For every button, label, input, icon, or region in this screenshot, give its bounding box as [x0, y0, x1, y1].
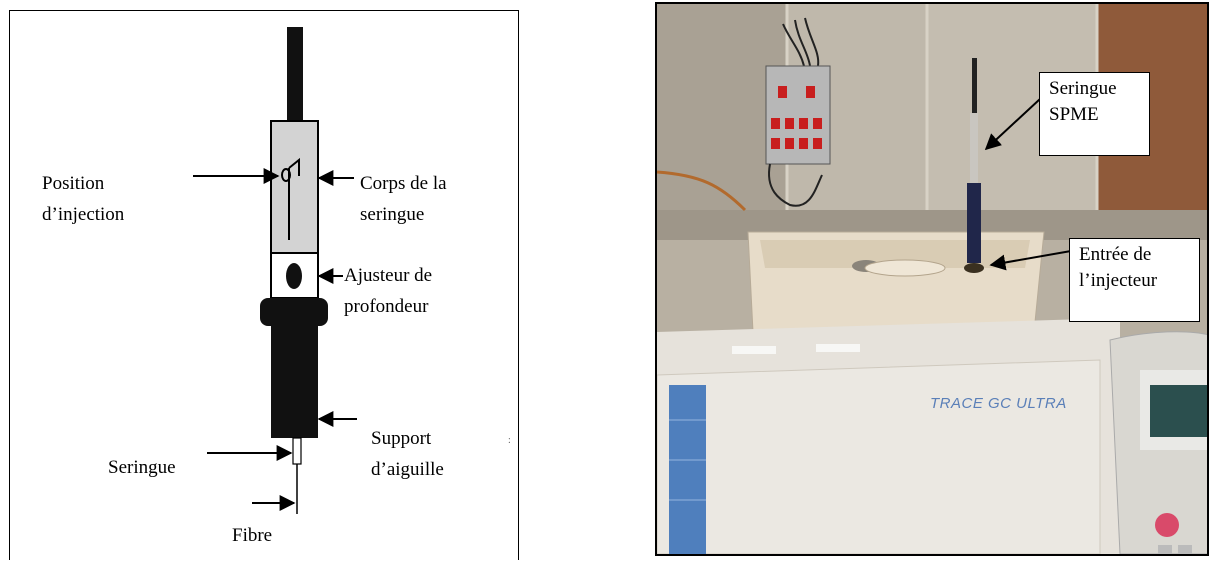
plunger-rod: [287, 27, 303, 121]
label-position-line2: d’injection: [42, 204, 125, 225]
needle-holder-collar: [260, 298, 328, 326]
needle-holder: [271, 322, 318, 438]
photo-panel: [655, 2, 1209, 556]
label-fibre: Fibre: [232, 525, 273, 546]
label-position-line1: Position: [42, 173, 105, 194]
syringe-needle: [292, 437, 302, 465]
switch-box: [765, 17, 831, 207]
arrow-spme: [984, 98, 1041, 151]
label-support-line2: d’aiguille: [371, 459, 444, 480]
callout-spme-line1: Seringue: [1049, 78, 1117, 99]
callout-spme-line2: SPME: [1049, 104, 1099, 125]
callout-inlet-line2: l’injecteur: [1079, 270, 1158, 291]
syringe-diagram-panel: [9, 10, 519, 560]
svg-text::: :: [508, 435, 511, 446]
label-ajusteur-line2: profondeur: [344, 296, 429, 317]
label-corps-line2: seringue: [360, 204, 425, 225]
instrument-brand: TRACE GC ULTRA: [930, 395, 1067, 412]
label-ajusteur-line1: Ajusteur de: [344, 265, 433, 286]
arrow-inlet: [989, 250, 1072, 271]
callout-inlet-line1: Entrée de: [1079, 244, 1152, 265]
depth-adjuster-knob: [286, 263, 302, 289]
label-position-injection: Position d’injection: [42, 168, 124, 230]
label-support: Support d’aiguille: [371, 423, 444, 485]
label-corps-seringue: Corps de la seringue: [360, 168, 447, 230]
label-support-line1: Support: [371, 428, 432, 449]
syringe-body: [270, 120, 319, 254]
label-ajusteur: Ajusteur de profondeur: [344, 260, 432, 322]
callout-inlet: Entrée de l’injecteur: [1069, 238, 1200, 322]
injection-position-marker: [281, 168, 291, 182]
label-seringue: Seringue: [108, 457, 176, 478]
label-corps-line1: Corps de la: [360, 173, 447, 194]
callout-spme: Seringue SPME: [1039, 72, 1150, 156]
